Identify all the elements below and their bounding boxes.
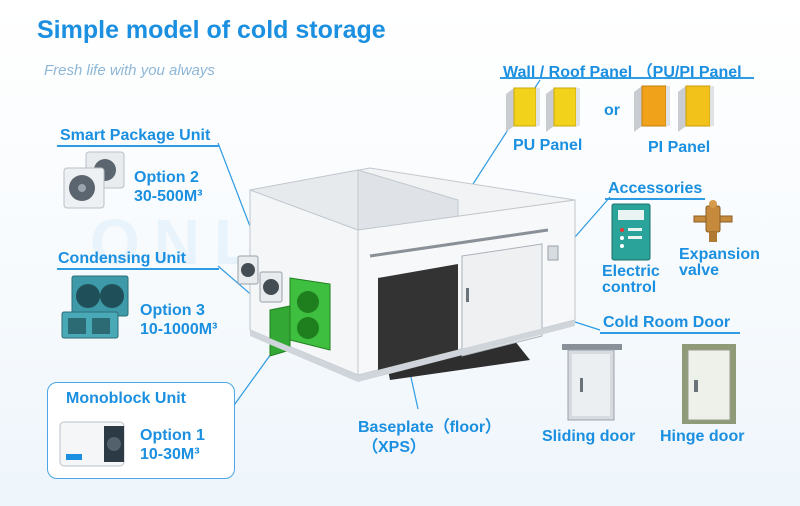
door-handle xyxy=(466,288,469,302)
cold-room-door-label: Cold Room Door xyxy=(603,314,731,331)
monoblock-unit-image xyxy=(59,421,125,467)
electric-label: Electric xyxy=(602,263,660,280)
smart-option: Option 2 xyxy=(134,169,199,186)
pi-panel-image xyxy=(634,85,714,132)
page-subtitle: Fresh life with you always xyxy=(44,62,215,79)
valve-label: valve xyxy=(679,262,720,279)
monoblock-range: 10-30M³ xyxy=(140,446,200,463)
or-label: or xyxy=(604,102,620,119)
expansion-label: Expansion xyxy=(679,246,760,263)
electric-control-image xyxy=(611,203,651,261)
smart-package-unit-image xyxy=(63,151,125,209)
cold-room-illustration xyxy=(237,167,576,382)
smart-package-label: Smart Package Unit xyxy=(60,127,211,144)
accessories-label: Accessories xyxy=(608,180,703,197)
wall-roof-rule xyxy=(500,77,754,79)
condensing-rule xyxy=(57,268,219,270)
control-label: control xyxy=(602,279,657,296)
hinge-door-label: Hinge door xyxy=(660,428,745,445)
pi-panel-label: PI Panel xyxy=(648,139,711,156)
pu-panel-image xyxy=(506,87,580,132)
expansion-valve-image xyxy=(693,200,733,242)
smart-package-rule xyxy=(57,145,219,147)
condensing-unit-label: Condensing Unit xyxy=(58,250,186,267)
monoblock-unit-label: Monoblock Unit xyxy=(66,390,186,407)
wall-control-box xyxy=(547,245,559,261)
monoblock-option: Option 1 xyxy=(140,427,205,444)
accessories-rule xyxy=(605,198,705,200)
xps-label: （XPS） xyxy=(362,439,427,456)
sliding-door-image xyxy=(562,344,622,421)
pu-panel-label: PU Panel xyxy=(513,137,583,154)
door-rail xyxy=(369,228,549,258)
cold-room-door-rule xyxy=(600,332,740,334)
condensing-option: Option 3 xyxy=(140,302,205,319)
green-condensing-unit xyxy=(289,277,331,351)
door-leaf xyxy=(461,243,543,357)
base-edge xyxy=(250,320,575,382)
condensing-unit-image xyxy=(61,275,129,339)
hinge-door-image xyxy=(682,344,736,424)
door-opening xyxy=(378,264,458,374)
page-title: Simple model of cold storage xyxy=(37,16,386,44)
smart-range: 30-500M³ xyxy=(134,188,203,205)
baseplate-label: Baseplate（floor） xyxy=(358,419,502,436)
condensing-range: 10-1000M³ xyxy=(140,321,218,338)
sliding-door-label: Sliding door xyxy=(542,428,636,445)
wall-roof-panel-label: Wall / Roof Panel （PU/PI Panel xyxy=(503,64,742,81)
